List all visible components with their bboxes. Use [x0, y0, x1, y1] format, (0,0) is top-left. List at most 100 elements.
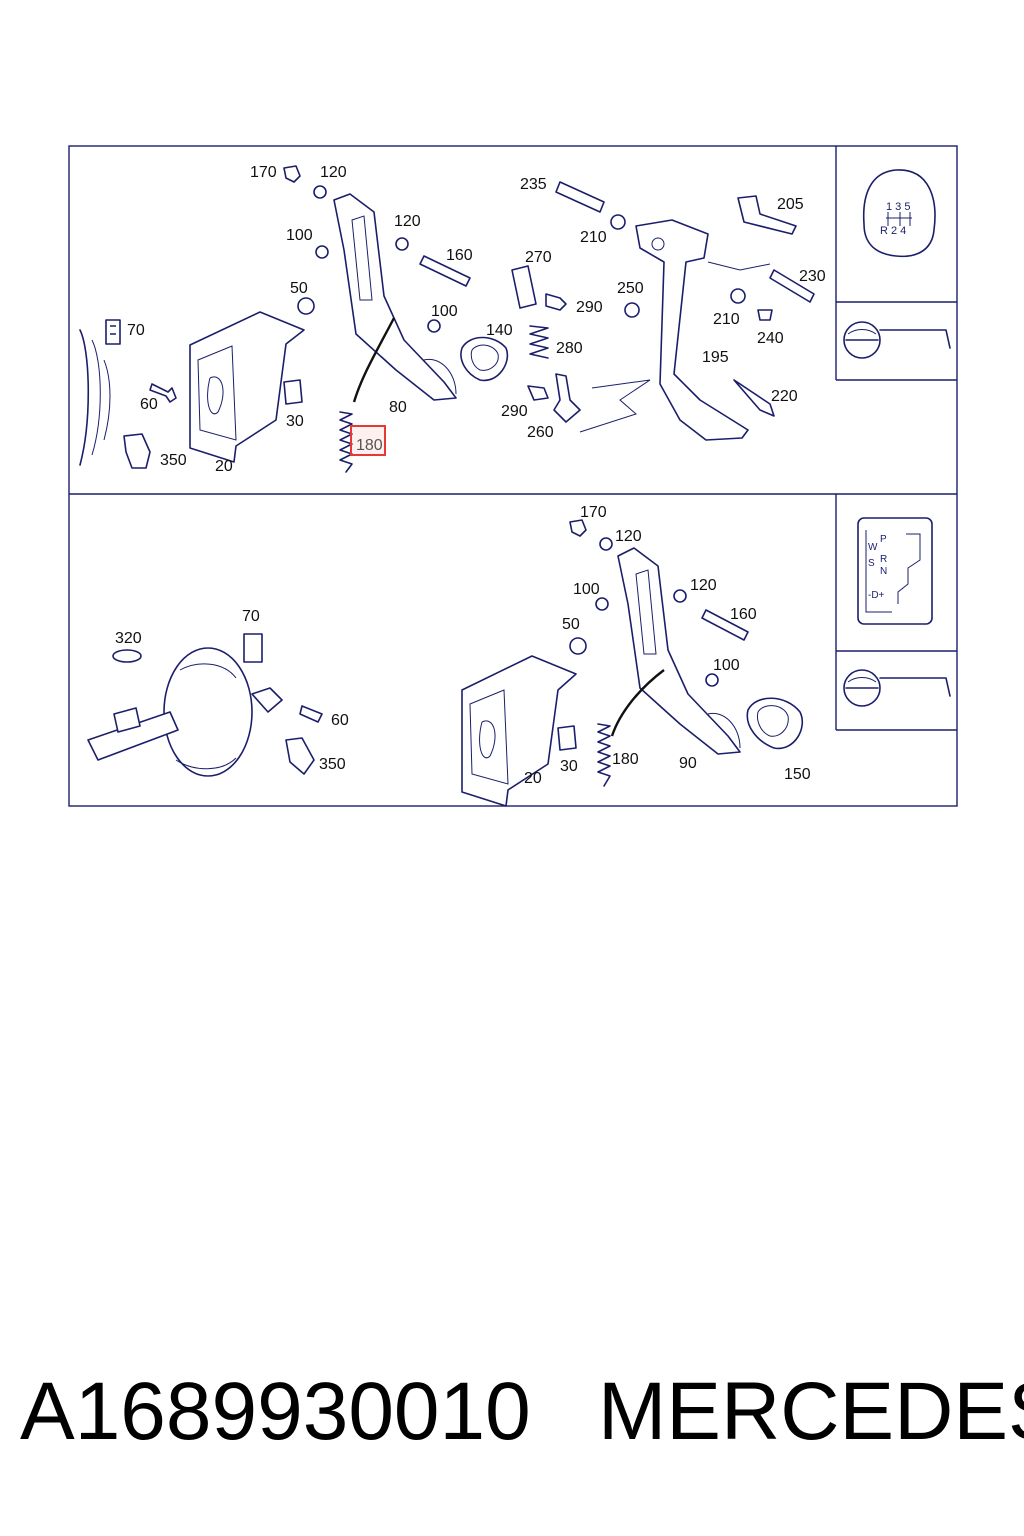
- callout-label: 60: [331, 712, 349, 729]
- callout-label: 100: [573, 581, 600, 598]
- callout-label: 20: [215, 458, 233, 475]
- callout-label: 195: [702, 349, 729, 366]
- brake-pedal-90: [617, 547, 741, 755]
- bolt-60b: [299, 705, 323, 723]
- nut-50: [297, 297, 315, 315]
- callout-label: 70: [127, 322, 145, 339]
- callout-label: 320: [115, 630, 142, 647]
- automatic-selector-gate-icon: P R N W S -D+: [857, 517, 933, 625]
- callout-label: 210: [580, 229, 607, 246]
- arrow-180: [352, 317, 396, 403]
- callout-label: 270: [525, 249, 552, 266]
- screw-290: [545, 293, 567, 311]
- brand-name: MERCEDES: [598, 1366, 1024, 1457]
- bolt-160: [419, 255, 471, 287]
- gate-label-s: S: [868, 558, 875, 569]
- gate-label-d: -D+: [868, 590, 885, 601]
- callout-label: 170: [250, 164, 277, 181]
- callout-label: 160: [446, 247, 473, 264]
- pin-220: [733, 379, 775, 417]
- switch-350b: [285, 737, 315, 775]
- switch-260: [553, 373, 581, 423]
- callout-label: 50: [290, 280, 308, 297]
- callout-label: 150: [784, 766, 811, 783]
- screw-240: [757, 309, 773, 321]
- callout-label: 205: [777, 196, 804, 213]
- spring-180: [339, 411, 353, 473]
- callout-label: 120: [394, 213, 421, 230]
- clip-70: [105, 319, 121, 345]
- washer-120d: [673, 589, 687, 603]
- callout-label: 290: [576, 299, 603, 316]
- callout-label: 20: [524, 770, 542, 787]
- callout-label: 100: [286, 227, 313, 244]
- automatic-transmission-panel: [87, 519, 804, 807]
- clutch-pedal-195: [635, 219, 749, 441]
- callout-label: 70: [242, 608, 260, 625]
- screw-170b: [569, 519, 587, 537]
- spring-280: [529, 325, 549, 359]
- callout-label: 240: [757, 330, 784, 347]
- washer-120c: [599, 537, 613, 551]
- bracket-205: [737, 195, 797, 235]
- pedal-bracket-20b: [461, 655, 577, 807]
- washer-100: [315, 245, 329, 259]
- washer-100c: [595, 597, 609, 611]
- part-number: A1689930010: [20, 1366, 531, 1457]
- callout-label: 350: [160, 452, 187, 469]
- steering-wheel-icon-bottom: [843, 669, 951, 707]
- clip-30b: [557, 725, 577, 751]
- callout-label: 80: [389, 399, 407, 416]
- callout-label: 230: [799, 268, 826, 285]
- manual-transmission-panel: [79, 165, 815, 473]
- pedal-bracket-20: [189, 311, 305, 463]
- bolt-230: [769, 269, 815, 303]
- gate-label-n: N: [880, 566, 887, 577]
- shift-pattern-top: 1 3 5: [886, 201, 910, 213]
- callout-label: 120: [615, 528, 642, 545]
- callout-label: 50: [562, 616, 580, 633]
- callout-label: 280: [556, 340, 583, 357]
- callout-label: 100: [713, 657, 740, 674]
- nut-210b: [730, 288, 746, 304]
- callout-label: 180: [612, 751, 639, 768]
- spring-180b: [597, 723, 611, 787]
- gate-label-p: P: [880, 534, 887, 545]
- pin-235: [555, 181, 605, 213]
- callouts-manual: 170 120 100 120 160 50 100 70 140 60 30 …: [127, 164, 826, 475]
- bushing-250: [624, 302, 640, 318]
- screw-290b: [527, 385, 549, 401]
- callout-label: 290: [501, 403, 528, 420]
- callout-label-highlighted: 180: [356, 437, 383, 454]
- callout-label: 120: [320, 164, 347, 181]
- pedal-pad-150: [746, 697, 804, 750]
- screw-170: [283, 165, 301, 183]
- highlight-box-180: [350, 425, 386, 456]
- brake-booster-outline: [79, 329, 90, 466]
- callout-label: 260: [527, 424, 554, 441]
- master-cylinder: [87, 711, 179, 761]
- bolt-60: [149, 383, 177, 403]
- callout-label: 60: [140, 396, 158, 413]
- parts-diagram: 1 3 5 R 2 4: [68, 145, 958, 807]
- bushing-270: [511, 265, 537, 309]
- callout-label: 350: [319, 756, 346, 773]
- shift-pattern-bottom: R 2 4: [880, 225, 906, 237]
- arrow-180b: [610, 669, 665, 737]
- pedal-pad-140: [460, 336, 509, 382]
- callouts-automatic: 170 120 100 120 160 50 100 320 70 60 350…: [115, 504, 811, 787]
- washer-120b: [395, 237, 409, 251]
- callout-label: 170: [580, 504, 607, 521]
- part-caption: A1689930010 MERCEDES: [0, 1365, 1024, 1475]
- nut-50b: [569, 637, 587, 655]
- steering-wheel-icon: [843, 321, 951, 359]
- gate-label-r: R: [880, 554, 887, 565]
- callout-label: 90: [679, 755, 697, 772]
- washer-100b: [427, 319, 441, 333]
- manual-shift-pattern-icon: 1 3 5 R 2 4: [862, 169, 936, 258]
- diagram-frame: [68, 145, 958, 807]
- nut-210: [610, 214, 626, 230]
- callout-label: 30: [560, 758, 578, 775]
- callout-label: 210: [713, 311, 740, 328]
- grommet-320: [112, 649, 142, 663]
